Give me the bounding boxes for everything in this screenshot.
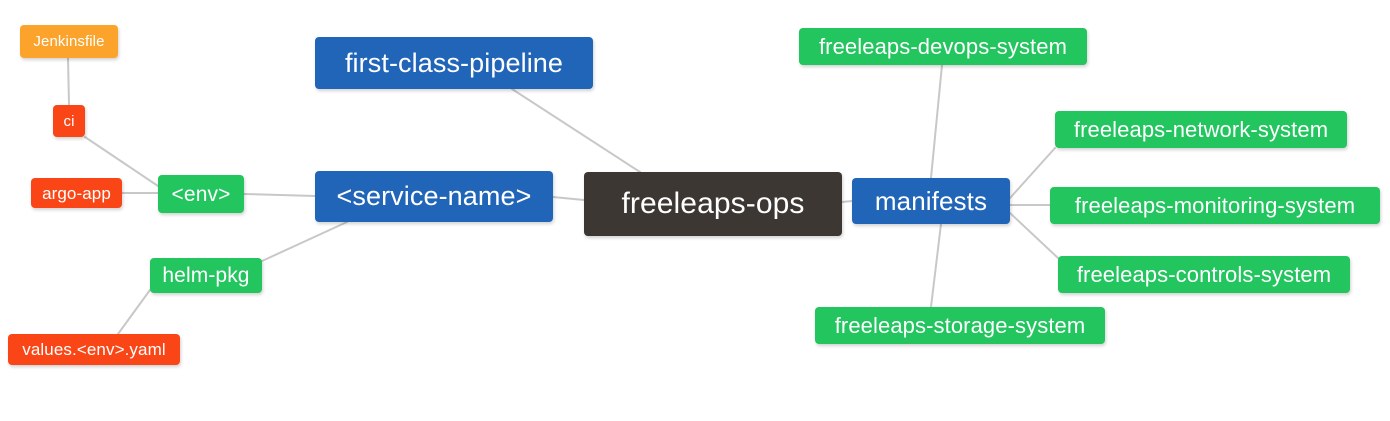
edge-service-name-env <box>243 193 316 197</box>
node-jenkinsfile[interactable]: Jenkinsfile <box>20 25 118 58</box>
edge-root-manifests <box>841 200 853 203</box>
node-freeleaps-devops-system[interactable]: freeleaps-devops-system <box>799 28 1087 65</box>
node-ci[interactable]: ci <box>53 105 85 137</box>
node-freeleaps-storage-system[interactable]: freeleaps-storage-system <box>815 307 1105 344</box>
node-env[interactable]: <env> <box>158 175 244 213</box>
node-label-freeleaps-network-system: freeleaps-network-system <box>1073 116 1329 142</box>
node-label-first-class-pipeline: first-class-pipeline <box>344 47 564 78</box>
node-label-freeleaps-monitoring-system: freeleaps-monitoring-system <box>1074 192 1356 218</box>
node-freeleaps-network-system[interactable]: freeleaps-network-system <box>1055 111 1347 148</box>
node-label-env: <env> <box>171 182 231 206</box>
node-label-ci: ci <box>63 112 75 130</box>
edge-helm-pkg-values-yaml <box>117 289 151 335</box>
node-manifests[interactable]: manifests <box>852 178 1010 224</box>
edge-root-first-class-pipeline <box>511 88 641 173</box>
node-label-freeleaps-storage-system: freeleaps-storage-system <box>834 312 1086 338</box>
node-values-yaml[interactable]: values.<env>.yaml <box>8 334 180 365</box>
edge-root-service-name <box>552 196 585 201</box>
edge-manifests-devops <box>930 64 943 179</box>
node-argo-app[interactable]: argo-app <box>31 178 122 208</box>
node-label-root: freeleaps-ops <box>621 187 805 220</box>
node-label-values-yaml: values.<env>.yaml <box>22 340 166 359</box>
edge-service-name-helm-pkg <box>261 221 348 262</box>
node-label-freeleaps-controls-system: freeleaps-controls-system <box>1076 261 1332 287</box>
edge-manifests-storage <box>930 223 942 308</box>
node-label-helm-pkg: helm-pkg <box>162 264 250 287</box>
node-label-service-name: <service-name> <box>336 181 532 211</box>
node-root[interactable]: freeleaps-ops <box>584 172 842 236</box>
node-label-jenkinsfile: Jenkinsfile <box>33 33 105 50</box>
edge-ci-jenkinsfile <box>67 57 70 106</box>
node-freeleaps-monitoring-system[interactable]: freeleaps-monitoring-system <box>1050 187 1380 224</box>
node-service-name[interactable]: <service-name> <box>315 171 553 222</box>
node-label-freeleaps-devops-system: freeleaps-devops-system <box>818 33 1068 59</box>
node-freeleaps-controls-system[interactable]: freeleaps-controls-system <box>1058 256 1350 293</box>
edge-manifests-network <box>1009 147 1056 199</box>
node-helm-pkg[interactable]: helm-pkg <box>150 258 262 293</box>
node-first-class-pipeline[interactable]: first-class-pipeline <box>315 37 593 89</box>
node-label-manifests: manifests <box>874 186 988 216</box>
node-label-argo-app: argo-app <box>42 183 111 203</box>
